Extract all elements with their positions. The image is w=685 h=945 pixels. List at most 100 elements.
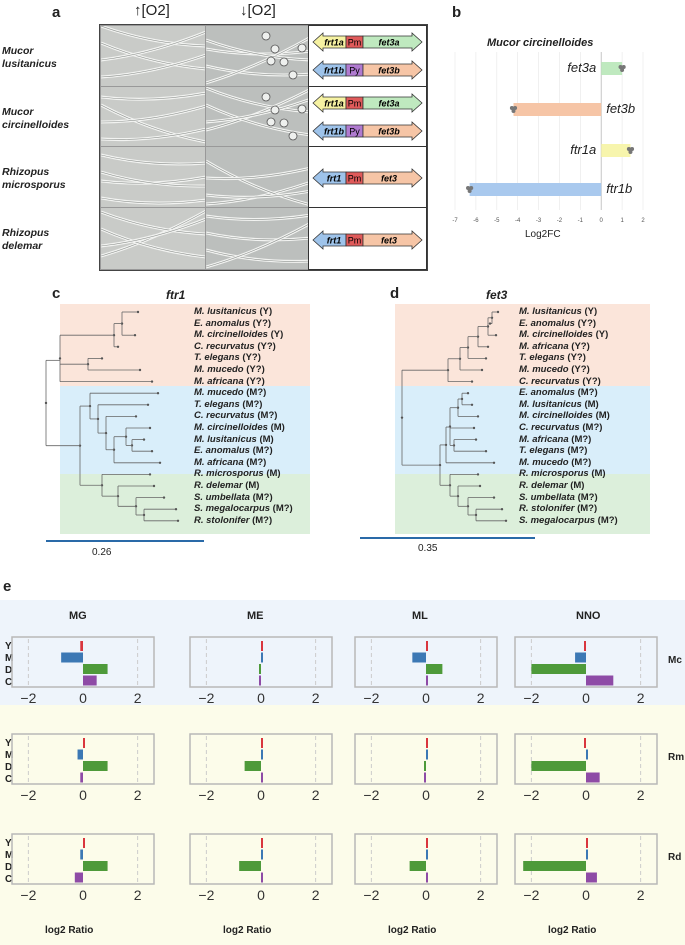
bar-D [523, 861, 586, 871]
bar-Y [261, 641, 263, 651]
tree-tip [504, 519, 508, 522]
tree-leaf-label: M. mucedo (M?) [194, 387, 266, 399]
leaf-tag: (M?) [246, 456, 267, 468]
bar-Y [83, 738, 85, 748]
leaf-tag: (M?) [252, 445, 273, 457]
microscopy-image [205, 207, 309, 270]
leaf-species: S. megalocarpus [194, 503, 271, 515]
bar-M [261, 849, 263, 860]
tree-leaf-label: C. recurvatus (M?) [519, 422, 602, 434]
leaf-tag: (M?) [571, 456, 592, 468]
right-gene-arrow [362, 229, 423, 250]
replicate-point [469, 186, 474, 190]
tree-tip [138, 368, 142, 372]
bar-M [77, 749, 83, 760]
tree-tip [472, 426, 476, 430]
leaf-tag: (M?) [571, 433, 592, 445]
plot-frame [354, 833, 498, 885]
tree-d-title: fet3 [486, 288, 508, 302]
x-tick-label: 0 [257, 787, 265, 803]
leaf-species: M. africana [194, 375, 244, 387]
leaf-species: M. circinelloides [194, 329, 268, 341]
tree-tip [152, 484, 156, 488]
tree-leaf-label: E. anomalus (M?) [519, 387, 598, 399]
tree-tip [488, 322, 492, 325]
tree-tip [496, 310, 500, 314]
tree-leaf-label: C. recurvatus (Y?) [519, 376, 601, 388]
replicate-point [626, 147, 631, 151]
leaf-tag: (Y?) [242, 352, 261, 364]
bar-ftr1a [601, 144, 631, 157]
bar-fet3a [601, 62, 623, 75]
right-gene-label: fet3a [378, 99, 399, 109]
bar-Y [586, 838, 588, 848]
x-axis-label: log2 Ratio [388, 925, 437, 936]
bar-C [259, 675, 261, 686]
leaf-tag: (M?) [577, 503, 598, 515]
column-header: ME [247, 610, 264, 622]
species-label-line: delemar [2, 240, 43, 252]
tree-tip [486, 345, 490, 348]
tree-leaf-label: E. anomalus (Y?) [194, 318, 271, 330]
category-letter: Y [5, 738, 12, 749]
leaf-tag: (M) [266, 468, 281, 480]
x-tick-label: 0 [257, 887, 265, 903]
tree-tip [156, 392, 160, 395]
row-label: Rd [668, 852, 682, 863]
tree-tip [162, 496, 166, 499]
bar-label: fet3b [606, 101, 635, 116]
bar-label: fet3a [567, 60, 596, 75]
leaf-species: M. africana [519, 340, 569, 352]
bar-Y [83, 838, 85, 848]
x-axis-label: log2 Ratio [223, 925, 272, 936]
leaf-species: E. anomalus [194, 317, 250, 329]
right-gene-arrow [362, 60, 423, 80]
leaf-species: C. recurvatus [519, 422, 580, 433]
leaf-tag: (M) [591, 468, 606, 480]
ftr1-phylogenetic-tree [44, 310, 180, 522]
left-gene-label: frt1a [324, 38, 344, 48]
bar-Y [426, 738, 428, 748]
leaf-tag: (M?) [567, 445, 588, 457]
leaf-species: M. lusitanicus [519, 306, 582, 317]
leaf-species: R. stolonifer [519, 503, 575, 515]
leaf-tag: (M?) [246, 387, 267, 399]
tree-leaf-label: M. circinelloides (M) [194, 422, 285, 434]
x-tick-label: 0 [79, 787, 87, 803]
x-tick-label: 2 [637, 887, 645, 903]
x-tick-label: −2 [198, 787, 214, 803]
replicate-point [466, 186, 471, 190]
hyphae-drawing [101, 91, 205, 144]
x-tick-label: 2 [637, 787, 645, 803]
bar-C [261, 772, 263, 783]
leaf-species: S. umbellata [519, 491, 575, 503]
x-tick-label: 0 [422, 887, 430, 903]
hyphae-drawing [101, 209, 205, 259]
hyphae-drawing [206, 159, 308, 206]
leaf-tag: (Y?) [571, 340, 590, 352]
microscopy-image [205, 86, 309, 147]
species-label-line: Mucor [2, 106, 34, 118]
tree-leaf-label: M. africana (Y?) [194, 376, 265, 388]
tree-tip [484, 450, 488, 453]
leaf-species: M. mucedo [519, 456, 569, 468]
species-label-line: lusitanicus [2, 58, 57, 70]
leaf-tag: (M) [245, 480, 260, 491]
tree-tip [478, 484, 482, 488]
tree-leaf-label: M. africana (Y?) [519, 341, 590, 353]
chart-b-title: Mucor circinelloides [487, 37, 594, 49]
x-tick-label: 2 [477, 690, 485, 706]
x-tick-label: 2 [134, 887, 142, 903]
tree-leaf-label: T. elegans (Y?) [194, 352, 261, 364]
species-label-line: circinelloides [2, 119, 70, 131]
x-tick-label: -5 [494, 218, 500, 224]
tree-leaf-label: M. circinelloides (Y) [194, 329, 283, 341]
x-tick-label: 2 [134, 787, 142, 803]
leaf-tag: (Y?) [246, 364, 265, 375]
